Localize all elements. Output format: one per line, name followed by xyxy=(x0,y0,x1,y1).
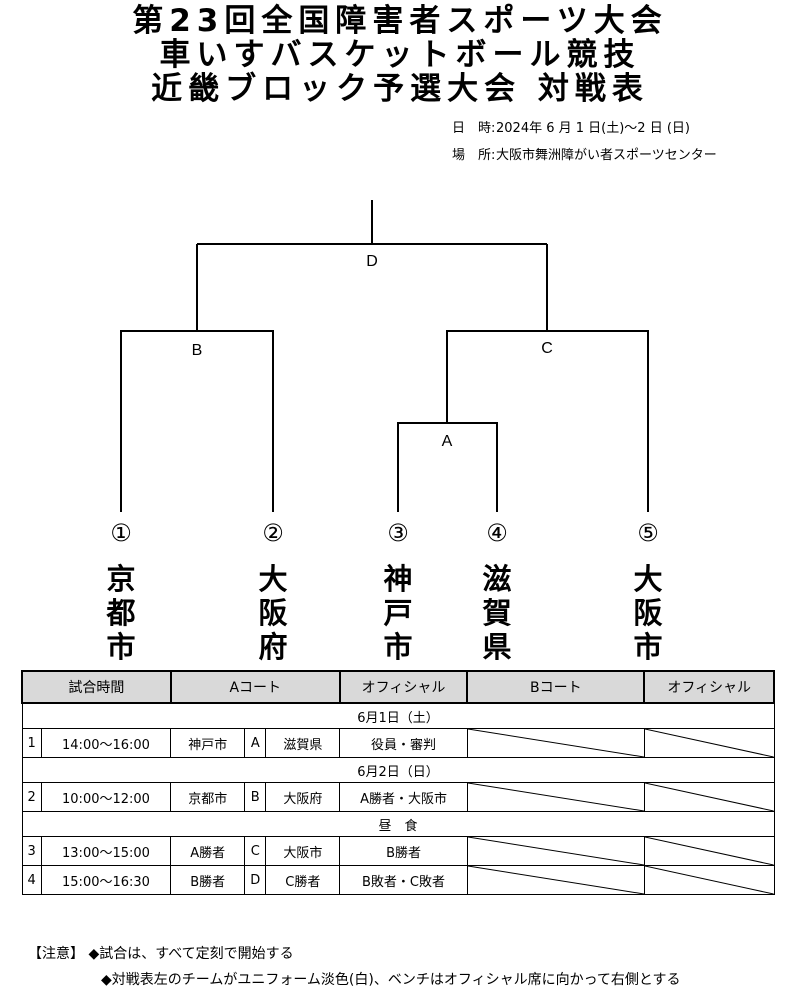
date-line: 日 時:2024年 6 月 1 日(土)～2 日 (日) xyxy=(452,121,690,137)
date-label: 日 時: xyxy=(452,121,496,136)
table-row: 1 14:00～16:00 神戸市 A 滋賀県 役員・審判 xyxy=(21,728,775,758)
notes-block: 【注意】 ◆試合は、すべて定刻で開始する ◆対戦表左のチームがユニフォーム淡色(… xyxy=(28,941,680,993)
notes-text-1: ◆試合は、すべて定刻で開始する xyxy=(88,946,294,962)
seed-1: ① xyxy=(110,519,132,547)
game-label-d: D xyxy=(366,253,378,270)
game-label-b: B xyxy=(192,342,203,359)
seed-5: ⑤ xyxy=(637,519,659,547)
notes-line-2: ◆対戦表左のチームがユニフォーム淡色(白)、ベンチはオフィシャル席に向かって右側… xyxy=(28,967,680,993)
header-official-b: オフィシャル xyxy=(643,670,775,704)
seed-4: ④ xyxy=(486,519,508,547)
row-time: 10:00～12:00 xyxy=(40,782,172,812)
table-row: 2 10:00～12:00 京都市 B 大阪府 A勝者・大阪市 xyxy=(21,782,775,812)
table-row: 4 15:00～16:30 B勝者 D C勝者 B敗者・C敗者 xyxy=(21,865,775,895)
lunch-label: 昼 食 xyxy=(21,811,775,837)
title-line-3: 近畿ブロック予選大会 対戦表 xyxy=(151,71,649,107)
notes-line-1: 【注意】 ◆試合は、すべて定刻で開始する xyxy=(28,941,680,967)
table-row: 3 13:00～15:00 A勝者 C 大阪市 B勝者 xyxy=(21,836,775,866)
schedule-table: 試合時間 Aコート オフィシャル Bコート オフィシャル 6月1日（土） 1 1… xyxy=(21,670,775,895)
row-team2: 大阪市 xyxy=(265,836,341,866)
row-no: 2 xyxy=(21,782,42,812)
row-team1: A勝者 xyxy=(170,836,246,866)
bracket-game-b xyxy=(120,330,274,512)
date-value: 2024年 6 月 1 日(土)～2 日 (日) xyxy=(496,121,690,136)
b-court-empty xyxy=(466,865,645,895)
header-b-court: Bコート xyxy=(466,670,646,704)
team-shiga-pref: 滋賀県 xyxy=(482,562,512,664)
row-team2: 滋賀県 xyxy=(265,728,341,758)
b-court-empty xyxy=(466,782,645,812)
place-line: 場 所:大阪市舞洲障がい者スポーツセンター xyxy=(452,148,717,164)
seed-3: ③ xyxy=(387,519,409,547)
row-game: B xyxy=(244,782,267,812)
row-time: 14:00～16:00 xyxy=(40,728,172,758)
game-label-a: A xyxy=(442,433,453,450)
row-team1: B勝者 xyxy=(170,865,246,895)
bracket-game-a xyxy=(397,422,498,512)
team-kobe-city: 神戸市 xyxy=(383,562,413,664)
row-time: 15:00～16:30 xyxy=(40,865,172,895)
row-game: D xyxy=(244,865,267,895)
b-official-empty xyxy=(643,836,775,866)
row-team2: 大阪府 xyxy=(265,782,341,812)
team-kyoto-city: 京都市 xyxy=(106,562,136,664)
row-no: 4 xyxy=(21,865,42,895)
header-a-court: Aコート xyxy=(169,670,341,704)
day-2-label: 6月2日（日） xyxy=(21,757,775,783)
row-official: B勝者 xyxy=(339,836,468,866)
day-row-1: 6月1日（土） xyxy=(21,702,775,729)
notes-label: 【注意】 xyxy=(28,946,84,962)
row-team1: 京都市 xyxy=(170,782,246,812)
row-game: C xyxy=(244,836,267,866)
header-official-a: オフィシャル xyxy=(338,670,469,704)
b-court-empty xyxy=(466,728,645,758)
team-osaka-pref: 大阪府 xyxy=(258,562,288,664)
lunch-row: 昼 食 xyxy=(21,811,775,837)
place-value: 大阪市舞洲障がい者スポーツセンター xyxy=(496,148,717,163)
title-line-2: 車いすバスケットボール競技 xyxy=(159,37,641,73)
table-header-row: 試合時間 Aコート オフィシャル Bコート オフィシャル xyxy=(21,670,775,704)
place-label: 場 所: xyxy=(452,148,496,163)
seed-2: ② xyxy=(262,519,284,547)
b-official-empty xyxy=(643,782,775,812)
b-court-empty xyxy=(466,836,645,866)
bracket-game-c xyxy=(446,330,649,512)
row-no: 3 xyxy=(21,836,42,866)
row-game: A xyxy=(244,728,267,758)
row-official: B敗者・C敗者 xyxy=(339,865,468,895)
row-official: 役員・審判 xyxy=(339,728,468,758)
row-no: 1 xyxy=(21,728,42,758)
row-team2: C勝者 xyxy=(265,865,341,895)
b-official-empty xyxy=(643,865,775,895)
team-osaka-city: 大阪市 xyxy=(633,562,663,664)
header-time: 試合時間 xyxy=(21,670,172,704)
row-official: A勝者・大阪市 xyxy=(339,782,468,812)
b-official-empty xyxy=(643,728,775,758)
day-row-2: 6月2日（日） xyxy=(21,757,775,783)
game-label-c: C xyxy=(541,340,553,357)
row-team1: 神戸市 xyxy=(170,728,246,758)
tournament-bracket: D B C A xyxy=(120,200,649,512)
title-line-1: 第23回全国障害者スポーツ大会 xyxy=(132,3,668,39)
row-time: 13:00～15:00 xyxy=(40,836,172,866)
day-1-label: 6月1日（土） xyxy=(21,702,775,729)
notes-text-2: ◆対戦表左のチームがユニフォーム淡色(白)、ベンチはオフィシャル席に向かって右側… xyxy=(101,972,681,988)
